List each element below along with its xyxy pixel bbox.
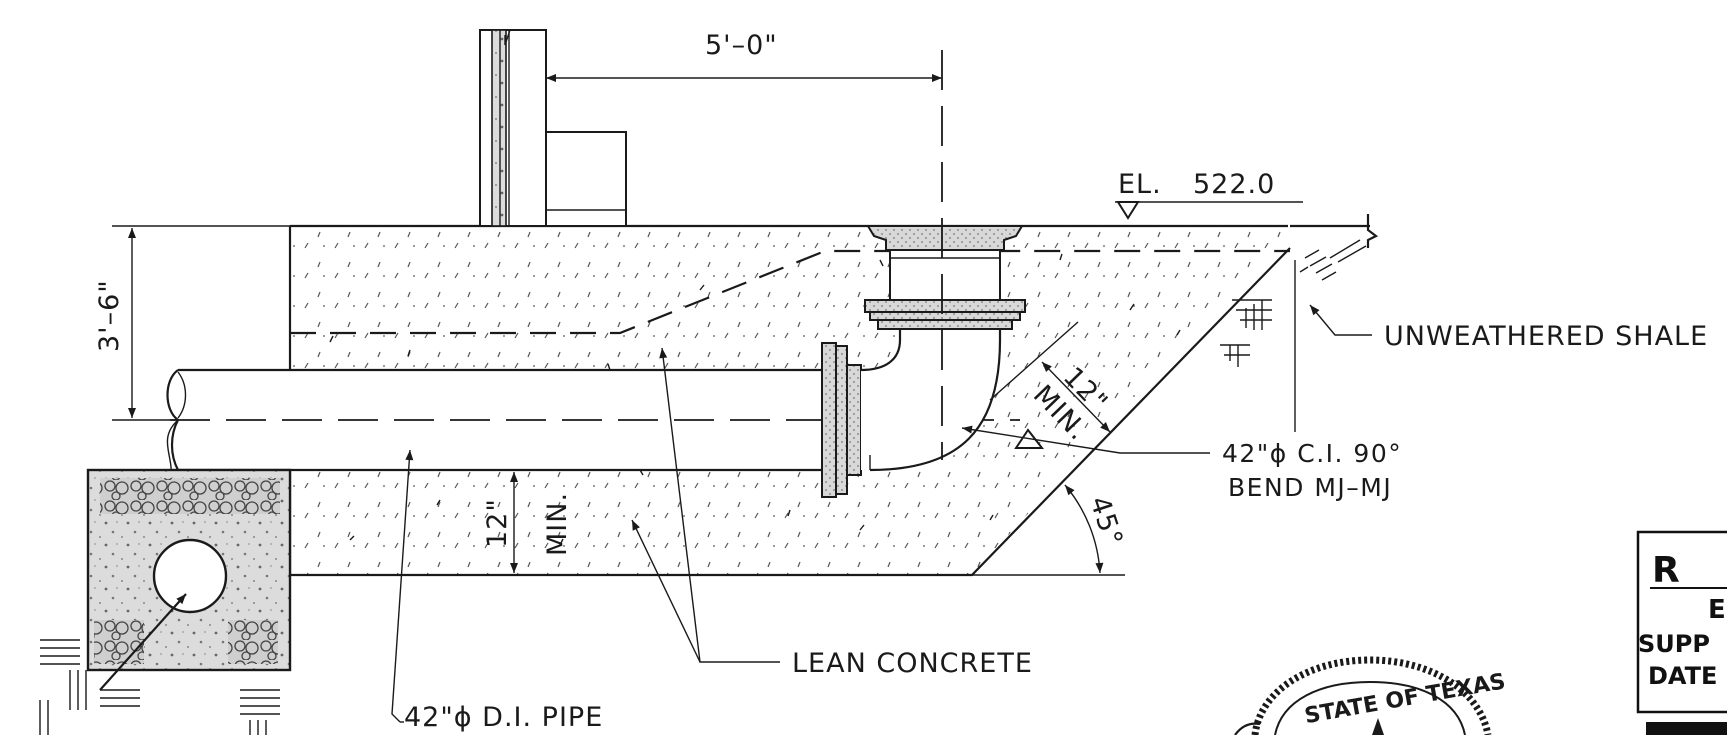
title-block-line2: E [1708,595,1726,625]
paver-hatch [39,639,280,735]
gravel-bedding [86,468,292,691]
di-pipe [165,368,1020,483]
dim-bottom-cover-value: 12" [482,498,513,548]
dim-top-width-text: 5'–0" [705,30,778,61]
dimension-depth: 3'–6" [94,225,290,421]
dimension-bottom-cover: 12" MIN. [482,472,573,573]
callout-bend-line1: 42"ϕ C.I. 90° [1222,439,1402,468]
title-block-line3: SUPP [1638,630,1710,658]
elevation-value: 522.0 [1193,169,1275,200]
engineer-seal: STATE OF TEXAS [1234,656,1508,735]
dimension-slope-angle: 45° [972,484,1129,576]
title-block-line4: DATE [1648,662,1717,690]
title-block: R E SUPP DATE [1636,530,1727,735]
callout-shale-text: UNWEATHERED SHALE [1384,321,1708,352]
existing-grade [1115,201,1379,248]
callout-pipe: 42"ϕ D.I. PIPE [391,449,603,733]
elevation-marker: EL. 522.0 [1116,169,1275,220]
shale-hatch [1220,239,1367,367]
valve-vault-structure [479,29,627,227]
dim-depth-text: 3'–6" [94,279,125,352]
mj-joint [821,342,862,498]
title-block-letter: R [1652,550,1680,591]
callout-concrete: LEAN CONCRETE [631,347,1033,679]
dimension-top-width: 5'–0" [546,30,942,82]
dim-slope-angle-text: 45° [1083,493,1128,551]
callout-bend-line2: BEND MJ–MJ [1228,473,1392,502]
undisturbed-soil-line [290,249,1290,335]
callout-shale: UNWEATHERED SHALE [1294,260,1708,432]
callout-pipe-text: 42"ϕ D.I. PIPE [404,702,603,733]
callout-concrete-text: LEAN CONCRETE [792,648,1033,679]
elevation-prefix: EL. [1118,169,1162,200]
seal-text: STATE OF TEXAS [1303,669,1508,729]
callout-bend: 42"ϕ C.I. 90° BEND MJ–MJ [961,425,1402,502]
dim-bottom-cover-min: MIN. [542,492,573,556]
